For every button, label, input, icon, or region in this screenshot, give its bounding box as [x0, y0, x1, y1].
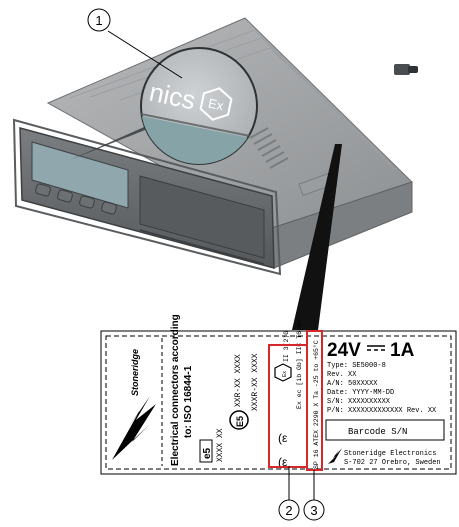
connector-standard-line2: to: ISO 16844-1	[183, 365, 194, 438]
connector-standard-line1: Electrical connectors according	[170, 314, 181, 466]
voltage: 24V	[327, 340, 361, 361]
current: 1A	[390, 340, 415, 361]
type-label: Stoneridge Electrical connectors accordi…	[101, 314, 456, 474]
pn-line: P/N: XXXXXXXXXXXXX Rev. XX	[327, 407, 437, 415]
brand-text: Stoneridge	[130, 349, 140, 396]
manufacturer: Stoneridge Electronics	[344, 450, 436, 458]
callout-3: 3	[304, 470, 324, 520]
e5-code: XXXX XX	[216, 428, 225, 462]
sn-line: S/N: XXXXXXXXXX	[327, 398, 391, 406]
type-line: Type: SE5000-8	[327, 362, 386, 370]
E5-code-2: XXXR-XX XXXX	[251, 353, 260, 411]
an-line: A/N: 50XXXXX	[327, 380, 378, 388]
barcode-text: Barcode S/N	[348, 427, 407, 437]
ex-marking-text: Ex ec [ib Gb] IIC T6 Gc	[296, 319, 303, 409]
certificate-text: SP 16 ATEX 2290 X Ta -25 to +65°C	[312, 340, 320, 469]
address: S-702 27 Orebro, Sweden	[344, 459, 441, 467]
atex-category: II 3(2)G	[283, 331, 290, 362]
antenna-connector	[394, 64, 418, 75]
ex-mark-1: (ε	[278, 431, 288, 445]
ex-hexagon-small-text: Ex	[282, 371, 288, 377]
callout-1-number: 1	[95, 13, 102, 28]
callout-3-number: 3	[310, 503, 317, 518]
callout-2-number: 2	[285, 503, 292, 518]
date-line: Date: YYYY-MM-DD	[327, 389, 394, 397]
E5-mark: E5	[235, 416, 245, 427]
side-marking: AAAAA	[358, 105, 378, 120]
E5-code-1: XXR-XX XXXX	[234, 354, 243, 407]
rev-line: Rev. XX	[327, 371, 357, 379]
e5-mark: e5	[202, 447, 213, 459]
